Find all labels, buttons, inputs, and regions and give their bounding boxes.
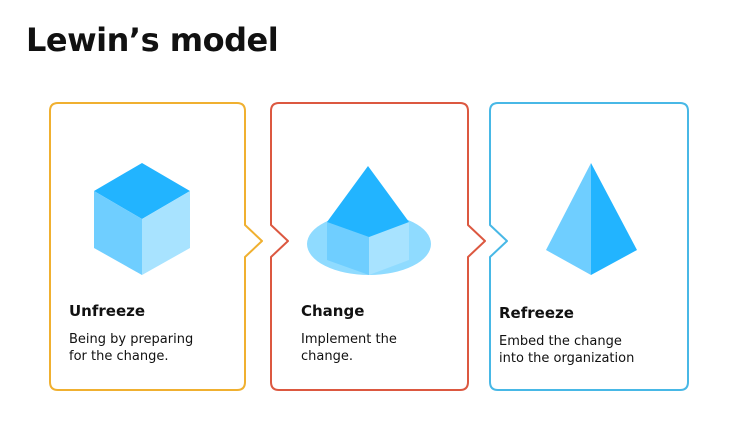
refreeze-heading: Refreeze	[499, 304, 574, 322]
unfreeze-card-border	[49, 102, 263, 391]
refreeze-card-border	[489, 102, 689, 391]
cube-icon	[94, 163, 190, 275]
description-line: for the change.	[69, 349, 169, 364]
description-line: Being by preparing	[69, 332, 194, 347]
unfreeze-description: Being by preparing for the change.	[69, 331, 193, 365]
pyramid-on-disc-icon	[307, 166, 431, 275]
description-line: into the organization	[499, 351, 635, 366]
unfreeze-heading: Unfreeze	[69, 302, 146, 320]
change-heading: Change	[301, 302, 365, 320]
diagram-title: Lewin’s model	[26, 21, 279, 59]
change-card-border	[270, 102, 486, 391]
refreeze-description: Embed the change into the organization	[499, 333, 634, 367]
description-line: Embed the change	[499, 334, 622, 349]
refreeze-card: Refreeze Embed the change into the organ…	[499, 303, 634, 367]
description-line: change.	[301, 349, 353, 364]
tetrahedron-icon	[546, 163, 637, 275]
change-description: Implement the change.	[301, 331, 397, 365]
description-line: Implement the	[301, 332, 397, 347]
change-card: Change Implement the change.	[301, 301, 397, 365]
unfreeze-card: Unfreeze Being by preparing for the chan…	[69, 301, 193, 365]
